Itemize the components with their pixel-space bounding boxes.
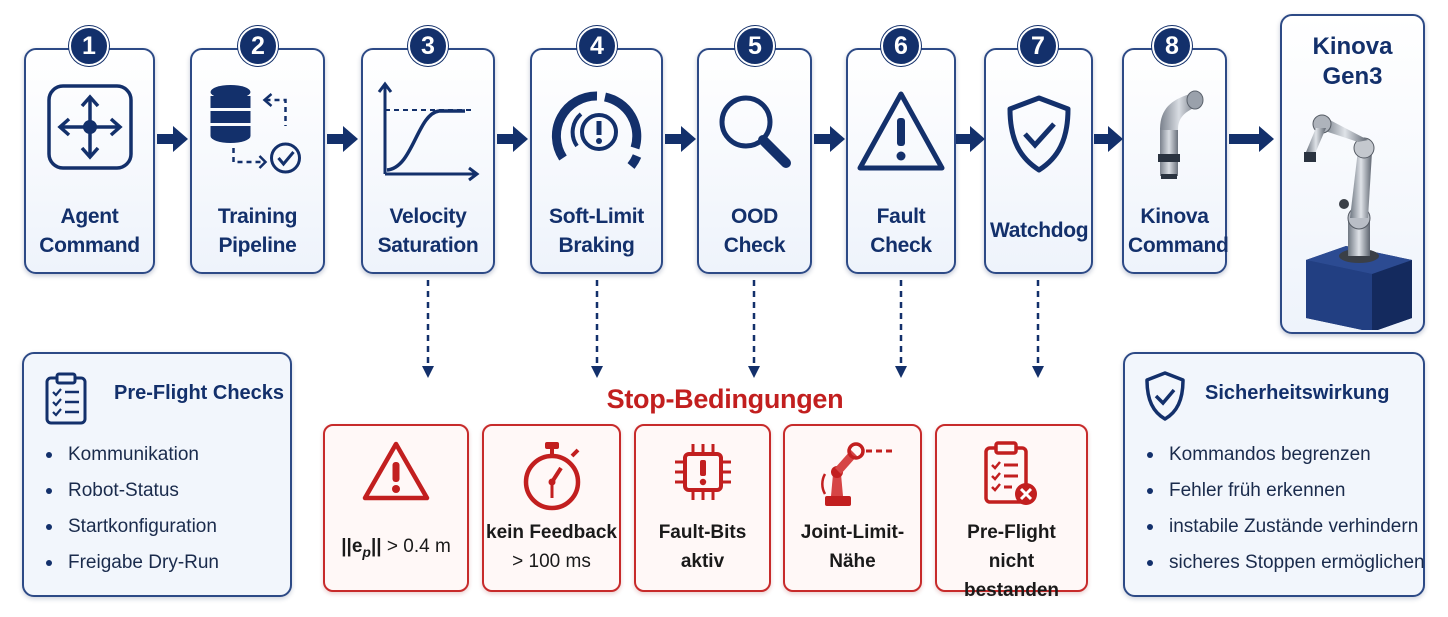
step-number-badge: 1 — [69, 26, 109, 66]
flow-arrow-icon — [1094, 125, 1124, 158]
brake-warning-icon — [547, 86, 647, 181]
list-item: Freigabe Dry-Run — [44, 550, 219, 586]
move-arrows-icon — [45, 82, 135, 177]
flow-arrow-icon — [956, 125, 986, 158]
shield-check-icon — [1143, 370, 1187, 427]
warning-triangle-icon — [361, 440, 431, 509]
flow-arrow-icon — [1229, 125, 1275, 158]
preflight-list: Kommunikation Robot-Status Startkonfigur… — [44, 442, 219, 586]
stop-condition-joint-limit: Joint-Limit-Nähe — [783, 424, 922, 592]
database-check-icon — [205, 80, 310, 185]
dashed-drop-arrow — [589, 278, 605, 385]
step-label: Watchdog — [990, 219, 1089, 242]
dashed-drop-arrow — [746, 278, 762, 385]
safety-list: Kommandos begrenzen Fehler früh erkennen… — [1145, 442, 1425, 586]
flow-arrow-icon — [157, 125, 189, 158]
dashed-drop-arrow — [420, 278, 436, 385]
list-item: Kommandos begrenzen — [1145, 442, 1425, 478]
stop-condition-label: Joint-Limit-Nähe — [800, 522, 905, 572]
warning-triangle-icon — [856, 88, 946, 183]
step-watchdog: Watchdog — [984, 48, 1093, 274]
list-item: sicheres Stoppen ermöglichen — [1145, 550, 1425, 586]
saturation-curve-icon — [373, 78, 483, 193]
safety-effect-panel: Sicherheitswirkung Kommandos begrenzen F… — [1123, 352, 1425, 597]
dashed-drop-arrow — [893, 278, 909, 385]
stop-condition-label: ||ep|| > 0.4 m — [341, 536, 451, 560]
flow-arrow-icon — [327, 125, 359, 158]
list-item: Kommunikation — [44, 442, 219, 478]
clipboard-checklist-icon — [44, 372, 88, 431]
preflight-title: Pre-Flight Checks — [114, 382, 285, 404]
chip-alert-icon — [671, 440, 735, 509]
preflight-checks-panel: Pre-Flight Checks Kommunikation Robot-St… — [22, 352, 292, 597]
clipboard-fail-icon — [980, 440, 1044, 515]
stop-conditions-title: Stop-Bedingungen — [606, 384, 844, 414]
step-number-badge: 7 — [1018, 26, 1058, 66]
step-number-badge: 5 — [735, 26, 775, 66]
magnifier-icon — [710, 88, 800, 183]
robot-arm-icon — [1292, 100, 1417, 335]
flow-arrow-icon — [814, 125, 846, 158]
stop-condition-label: kein Feedback> 100 ms — [486, 522, 617, 572]
safety-title: Sicherheitswirkung — [1205, 382, 1390, 404]
list-item: Robot-Status — [44, 478, 219, 514]
robot-joint-icon — [1140, 88, 1210, 193]
list-item: Fehler früh erkennen — [1145, 478, 1425, 514]
stop-condition-feedback-timeout: kein Feedback> 100 ms — [482, 424, 621, 592]
step-number-badge: 6 — [881, 26, 921, 66]
dashed-drop-arrow — [1030, 278, 1046, 385]
flow-arrow-icon — [497, 125, 529, 158]
stopwatch-icon — [517, 440, 587, 517]
flow-arrow-icon — [665, 125, 697, 158]
stop-condition-position-error: ||ep|| > 0.4 m — [323, 424, 469, 592]
list-item: Startkonfiguration — [44, 514, 219, 550]
step-number-badge: 4 — [577, 26, 617, 66]
step-number-badge: 2 — [238, 26, 278, 66]
step-number-badge: 8 — [1152, 26, 1192, 66]
shield-check-icon — [1004, 94, 1074, 179]
robot-arm-limit-icon — [811, 440, 895, 515]
step-number-badge: 3 — [408, 26, 448, 66]
list-item: instabile Zustände verhindern — [1145, 514, 1425, 550]
